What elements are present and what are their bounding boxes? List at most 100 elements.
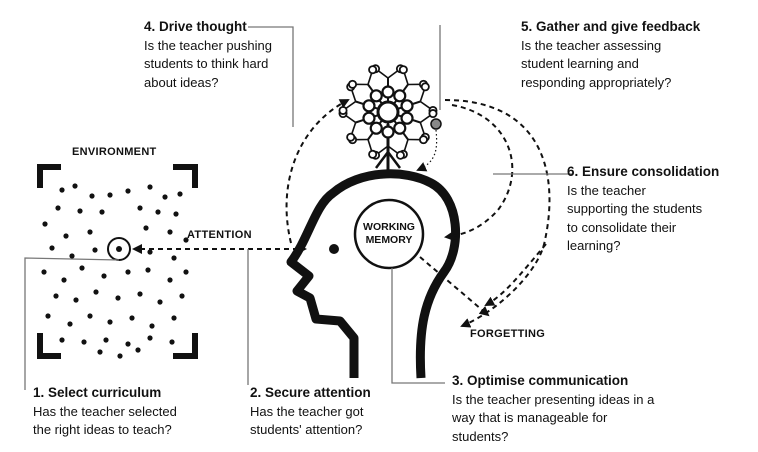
callout-select-curriculum: 1. Select curriculum Has the teacher sel…: [33, 384, 177, 440]
environment-dot: [101, 273, 107, 279]
callout-line: about ideas?: [144, 74, 219, 90]
callout-line: the right ideas to teach?: [33, 422, 172, 437]
consolidation-arrow: [484, 243, 547, 306]
environment-dot: [81, 339, 87, 345]
environment-dot: [145, 267, 151, 273]
environment-dot: [59, 187, 65, 193]
environment-dot: [157, 299, 163, 305]
callout-line: way that is manageable for: [452, 410, 608, 425]
environment-dot: [103, 337, 109, 343]
callout-title: 1. Select curriculum: [33, 385, 162, 400]
neuron-node: [418, 135, 428, 145]
neuron-node: [338, 105, 348, 115]
callout-line: students to think hard: [144, 56, 269, 71]
working-memory-circle: [353, 198, 425, 270]
environment-dot: [125, 269, 131, 275]
environment-dot: [167, 277, 173, 283]
environment-dot: [107, 192, 113, 198]
callout-line: students' attention?: [250, 422, 363, 437]
environment-dot: [167, 229, 173, 235]
neuron-node: [393, 89, 407, 103]
feedback-neuron-node: [430, 118, 442, 130]
environment-dot: [155, 209, 161, 215]
environment-dot: [125, 188, 131, 194]
callout-ensure-consolidation: 6. Ensure consolidation Is the teacher s…: [567, 163, 719, 256]
attention-label: ATTENTION: [187, 229, 252, 241]
environment-dot: [41, 269, 47, 275]
environment-frame: [37, 164, 198, 359]
neuron-node: [398, 65, 408, 75]
callout-line: Is the teacher: [567, 182, 646, 198]
environment-dot: [59, 337, 65, 343]
environment-dot: [92, 247, 98, 253]
environment-dot: [87, 313, 93, 319]
environment-dot: [137, 291, 143, 297]
head-outline: [286, 169, 460, 379]
environment-dot: [135, 347, 141, 353]
environment-dot: [67, 321, 73, 327]
environment-dot: [53, 293, 59, 299]
neuron-node: [348, 79, 358, 89]
environment-dot: [147, 335, 153, 341]
environment-dot: [72, 183, 78, 189]
callout-line: Is the teacher pushing: [144, 37, 272, 53]
callout-line: Is the teacher presenting ideas in a: [452, 391, 655, 407]
environment-dot: [117, 353, 123, 359]
callout-title: 6. Ensure consolidation: [567, 164, 720, 179]
neuron-tree: [338, 64, 438, 176]
environment-dot: [89, 193, 95, 199]
callout-secure-attention: 2. Secure attention Has the teacher got …: [250, 384, 371, 440]
neuron-node: [362, 99, 376, 113]
working-memory-label: WORKING MEMORY: [344, 221, 434, 247]
environment-dot: [179, 293, 185, 299]
selected-idea-dot: [116, 246, 122, 252]
environment-dot: [177, 191, 183, 197]
callout-gather-feedback: 5. Gather and give feedback Is the teach…: [521, 18, 700, 92]
callout-line: Is the teacher assessing: [521, 37, 662, 53]
neuron-node: [393, 121, 407, 135]
neuron-node: [346, 132, 356, 142]
environment-dot: [79, 265, 85, 271]
neuron-node: [400, 99, 414, 113]
feedback-dotted-arrow: [416, 129, 438, 172]
callout-title: 4. Drive thought: [144, 19, 247, 34]
environment-dot: [63, 233, 69, 239]
environment-dot: [129, 315, 135, 321]
environment-dot: [87, 229, 93, 235]
environment-dot: [147, 184, 153, 190]
forgetting-arrow: [419, 256, 490, 317]
environment-dots: [41, 183, 189, 359]
environment-dot: [162, 194, 168, 200]
environment-dot: [61, 277, 67, 283]
callout-line: students?: [452, 428, 509, 444]
callout-line: Has the teacher got: [250, 403, 364, 419]
neuron-node: [400, 111, 414, 125]
neuron-node: [381, 125, 395, 139]
neuron-node: [381, 85, 395, 99]
environment-dot: [183, 237, 189, 243]
head-eye: [329, 244, 339, 254]
callout-line: supporting the students: [567, 201, 703, 216]
environment-dot: [45, 313, 51, 319]
neuron-node: [362, 111, 376, 125]
callout-line: student learning and: [521, 56, 639, 71]
environment-dot: [143, 225, 149, 231]
neuron-node: [420, 82, 430, 92]
environment-dot: [97, 349, 103, 355]
callout-drive-thought: 4. Drive thought Is the teacher pushing …: [144, 18, 272, 92]
callout-title: 3. Optimise communication: [452, 373, 629, 388]
environment-dot: [42, 221, 48, 227]
feedback-return-arrow: [444, 104, 514, 241]
environment-dot: [55, 205, 61, 211]
environment-dot: [125, 341, 131, 347]
environment-dot: [171, 315, 177, 321]
environment-dot: [107, 319, 113, 325]
callout-title: 2. Secure attention: [250, 385, 371, 400]
neuron-core: [376, 100, 400, 124]
environment-dot: [115, 295, 121, 301]
environment-dot: [171, 255, 177, 261]
environment-dot: [173, 211, 179, 217]
callout-line: learning?: [567, 238, 621, 253]
environment-dot: [77, 208, 83, 214]
